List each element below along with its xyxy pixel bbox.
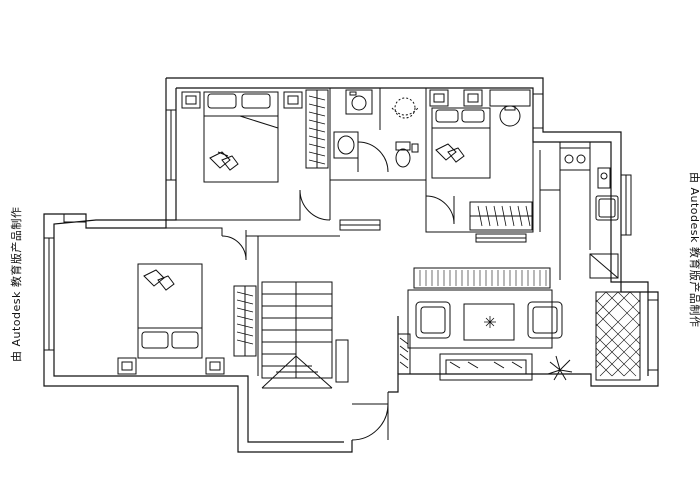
bedroom-bottom-left bbox=[117, 263, 257, 375]
side-cabinet-icon bbox=[335, 339, 349, 383]
kitchen-sink-icon bbox=[595, 195, 619, 221]
bathroom bbox=[333, 89, 419, 168]
bedroom-top-right bbox=[429, 89, 533, 243]
toilet-icon bbox=[395, 141, 411, 151]
sofa-icon bbox=[439, 353, 533, 381]
tv-cabinet-icon bbox=[413, 267, 551, 289]
fridge-icon bbox=[589, 253, 619, 279]
kitchen bbox=[559, 142, 619, 280]
bed-icon bbox=[203, 91, 279, 183]
nightstand-left-icon bbox=[117, 357, 137, 375]
outer-walls bbox=[43, 77, 659, 453]
shower-icon bbox=[394, 97, 416, 119]
wardrobe-top-left bbox=[305, 89, 329, 169]
washing-machine-icon bbox=[345, 89, 373, 115]
sink-icon bbox=[333, 131, 359, 159]
armchair-right-icon bbox=[527, 301, 563, 339]
armchair-left-icon bbox=[415, 301, 451, 339]
balcony bbox=[595, 291, 641, 381]
nightstand-right-icon bbox=[205, 357, 225, 375]
bed-icon bbox=[431, 107, 491, 179]
chair-icon bbox=[499, 105, 521, 127]
nightstand-left-icon bbox=[181, 91, 201, 109]
stove-icon bbox=[559, 147, 591, 171]
staircase bbox=[261, 281, 333, 389]
doors bbox=[221, 141, 455, 441]
bedroom-top-left bbox=[181, 91, 303, 183]
nightstand-right-icon bbox=[283, 91, 303, 109]
living-room bbox=[335, 267, 573, 383]
windows bbox=[43, 93, 659, 371]
entry bbox=[339, 219, 381, 231]
plant-icon bbox=[547, 355, 573, 381]
bed-icon bbox=[137, 263, 203, 359]
coffee-table-icon bbox=[463, 303, 515, 341]
